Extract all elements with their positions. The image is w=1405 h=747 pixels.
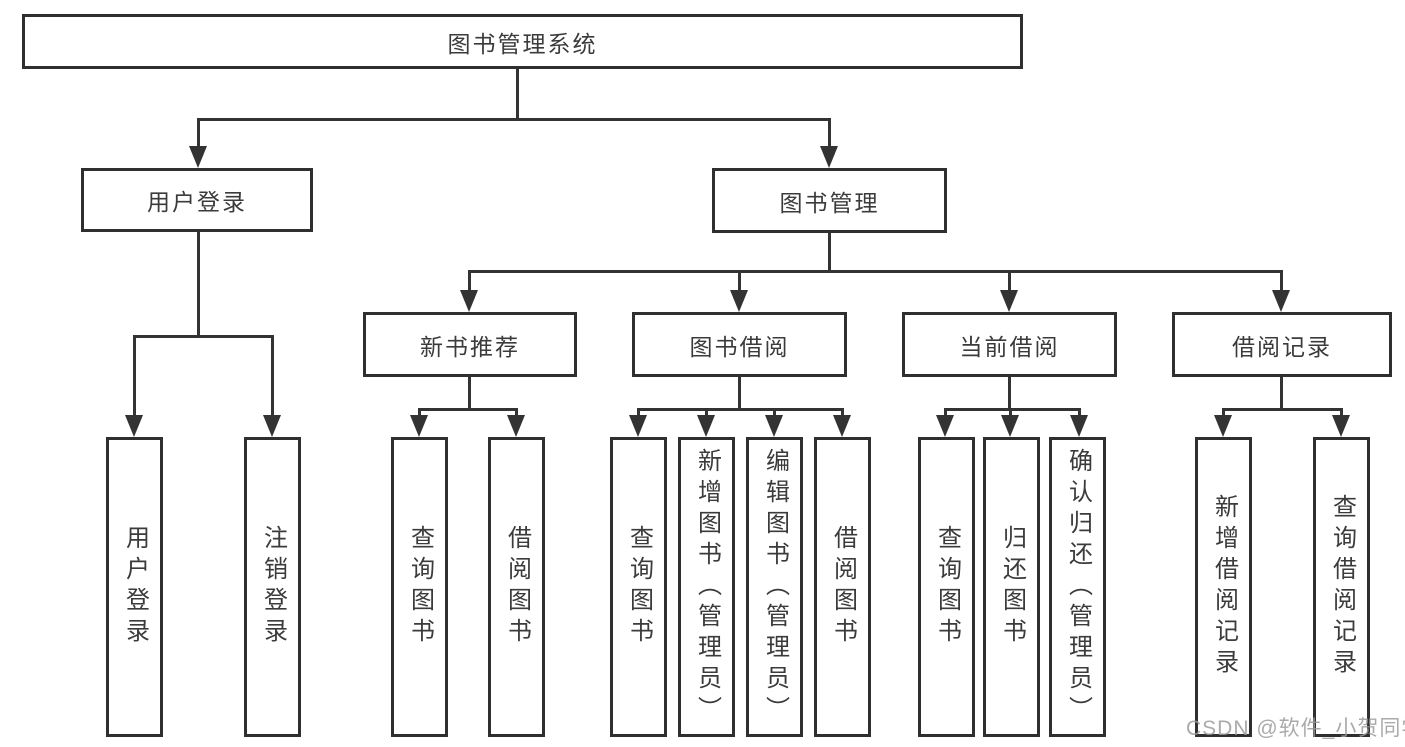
connector-vline bbox=[197, 118, 200, 152]
connector-vline bbox=[468, 377, 471, 411]
connector-vline bbox=[705, 408, 708, 418]
node-box-book-management: 图书管理 bbox=[712, 168, 947, 233]
connector-hline bbox=[197, 118, 831, 121]
leaf-box-edit-book-admin: 编辑图书（管理员） bbox=[746, 437, 803, 737]
connector-vline bbox=[944, 408, 947, 418]
node-label-book-borrow: 图书借阅 bbox=[689, 333, 790, 360]
connector-vline bbox=[515, 408, 518, 418]
leaf-label-borrow-book: 借阅图书 bbox=[829, 525, 857, 649]
connector-vline bbox=[738, 270, 741, 294]
connector-vline bbox=[1340, 408, 1343, 418]
watermark: CSDN @软件_小贺同学 bbox=[1186, 717, 1405, 740]
arrowhead-down-icon bbox=[1000, 290, 1018, 312]
node-box-user-login-branch: 用户登录 bbox=[81, 168, 313, 232]
connector-vline bbox=[468, 270, 471, 294]
arrowhead-down-icon bbox=[263, 415, 281, 437]
leaf-label-current-query: 查询图书 bbox=[933, 525, 961, 649]
connector-vline bbox=[1008, 377, 1011, 411]
leaf-label-logout: 注销登录 bbox=[259, 525, 287, 649]
leaf-label-return-book: 归还图书 bbox=[998, 525, 1026, 649]
leaf-box-query-borrow-record: 查询借阅记录 bbox=[1313, 437, 1370, 737]
connector-hline bbox=[944, 408, 1081, 411]
connector-vline bbox=[841, 408, 844, 418]
connector-vline bbox=[197, 232, 200, 338]
node-label-user-login-branch: 用户登录 bbox=[147, 189, 247, 215]
arrowhead-down-icon bbox=[697, 415, 715, 437]
leaf-label-add-book-admin: 新增图书（管理员） bbox=[693, 447, 721, 727]
arrowhead-down-icon bbox=[629, 415, 647, 437]
connector-vline bbox=[1009, 408, 1012, 418]
node-label-new-book-recommend: 新书推荐 bbox=[420, 333, 520, 360]
connector-vline bbox=[1008, 270, 1011, 294]
node-box-current-borrow: 当前借阅 bbox=[902, 312, 1117, 377]
leaf-box-add-book-admin: 新增图书（管理员） bbox=[678, 437, 735, 737]
arrowhead-down-icon bbox=[1272, 290, 1290, 312]
arrowhead-down-icon bbox=[189, 146, 207, 168]
leaf-label-edit-book-admin: 编辑图书（管理员） bbox=[761, 447, 789, 727]
arrowhead-down-icon bbox=[1070, 415, 1088, 437]
arrowhead-down-icon bbox=[833, 415, 851, 437]
leaf-box-current-query: 查询图书 bbox=[918, 437, 975, 737]
node-box-new-book-recommend: 新书推荐 bbox=[363, 312, 577, 377]
leaf-box-newbook-query: 查询图书 bbox=[391, 437, 448, 737]
leaf-box-borrow-book: 借阅图书 bbox=[814, 437, 871, 737]
connector-hline bbox=[133, 335, 274, 338]
connector-vline bbox=[1280, 270, 1283, 294]
arrowhead-down-icon bbox=[507, 415, 525, 437]
leaf-label-borrow-query: 查询图书 bbox=[625, 525, 653, 649]
connector-vline bbox=[828, 118, 831, 152]
node-label-root: 图书管理系统 bbox=[447, 30, 598, 57]
arrowhead-down-icon bbox=[1214, 415, 1232, 437]
node-label-book-management: 图书管理 bbox=[779, 189, 880, 216]
connector-hline bbox=[418, 408, 518, 411]
leaf-box-return-book: 归还图书 bbox=[983, 437, 1040, 737]
leaf-label-newbook-borrow: 借阅图书 bbox=[503, 525, 531, 649]
connector-vline bbox=[418, 408, 421, 418]
arrowhead-down-icon bbox=[410, 415, 428, 437]
connector-vline bbox=[1222, 408, 1225, 418]
arrowhead-down-icon bbox=[125, 415, 143, 437]
leaf-box-add-borrow-record: 新增借阅记录 bbox=[1195, 437, 1252, 737]
leaf-box-logout: 注销登录 bbox=[244, 437, 301, 737]
connector-vline bbox=[738, 377, 741, 411]
connector-vline bbox=[1280, 377, 1283, 411]
connector-hline bbox=[637, 408, 844, 411]
connector-hline bbox=[468, 270, 1283, 273]
leaf-label-newbook-query: 查询图书 bbox=[406, 525, 434, 649]
leaf-label-query-borrow-record: 查询借阅记录 bbox=[1328, 494, 1356, 680]
arrowhead-down-icon bbox=[460, 290, 478, 312]
leaf-box-confirm-return-admin: 确认归还（管理员） bbox=[1049, 437, 1106, 737]
leaf-box-borrow-query: 查询图书 bbox=[610, 437, 667, 737]
arrowhead-down-icon bbox=[936, 415, 954, 437]
leaf-label-confirm-return-admin: 确认归还（管理员） bbox=[1064, 447, 1092, 727]
node-box-book-borrow: 图书借阅 bbox=[632, 312, 847, 377]
arrowhead-down-icon bbox=[1001, 415, 1019, 437]
leaf-label-add-borrow-record: 新增借阅记录 bbox=[1210, 494, 1238, 680]
node-label-current-borrow: 当前借阅 bbox=[959, 333, 1060, 360]
leaf-box-newbook-borrow: 借阅图书 bbox=[488, 437, 545, 737]
connector-vline bbox=[271, 335, 274, 418]
leaf-label-user-login: 用户登录 bbox=[121, 525, 149, 649]
connector-vline bbox=[133, 335, 136, 418]
node-box-root: 图书管理系统 bbox=[22, 14, 1023, 69]
arrowhead-down-icon bbox=[1332, 415, 1350, 437]
leaf-box-user-login: 用户登录 bbox=[106, 437, 163, 737]
arrowhead-down-icon bbox=[765, 415, 783, 437]
connector-hline bbox=[1222, 408, 1343, 411]
connector-vline bbox=[773, 408, 776, 418]
node-label-borrow-record: 借阅记录 bbox=[1232, 333, 1332, 360]
connector-vline bbox=[1078, 408, 1081, 418]
arrowhead-down-icon bbox=[730, 290, 748, 312]
connector-vline bbox=[637, 408, 640, 418]
connector-vline bbox=[516, 69, 519, 121]
node-box-borrow-record: 借阅记录 bbox=[1172, 312, 1392, 377]
arrowhead-down-icon bbox=[820, 146, 838, 168]
connector-vline bbox=[828, 233, 831, 273]
